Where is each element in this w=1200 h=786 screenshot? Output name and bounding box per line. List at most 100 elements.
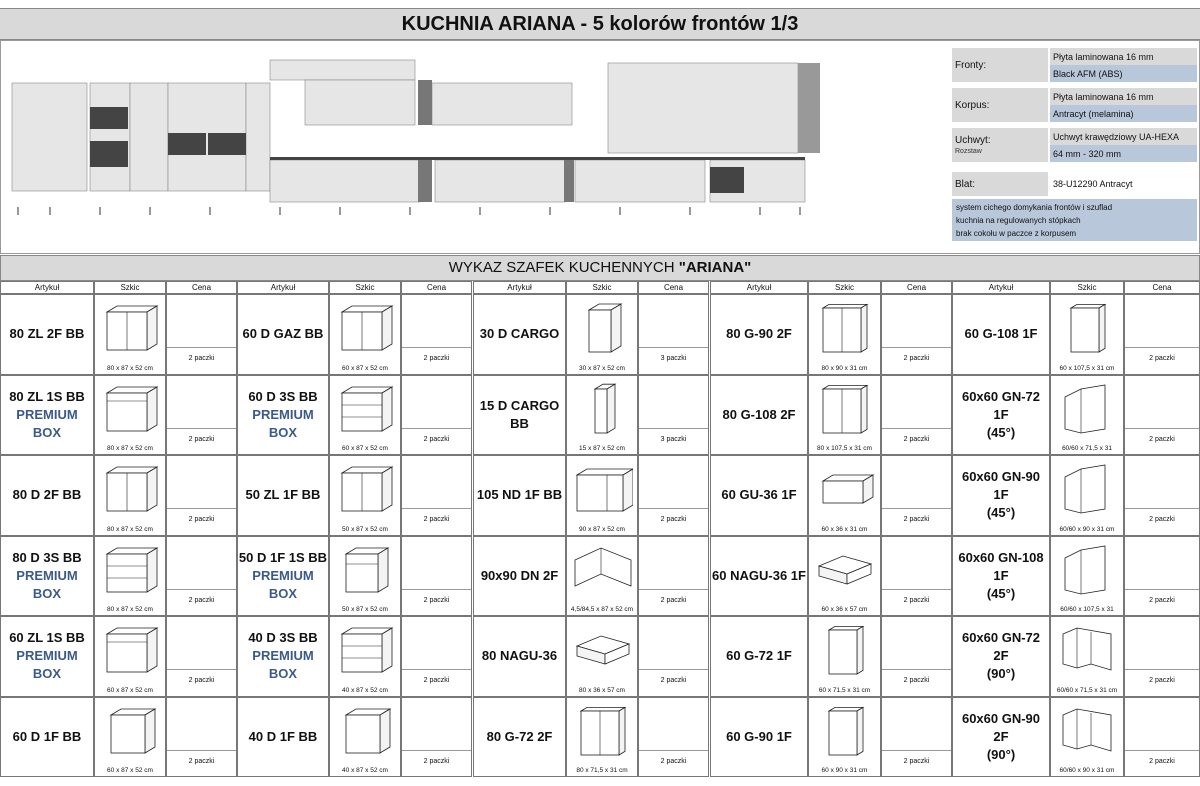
cabinet-sketch: 80 x 36 x 57 cm <box>566 616 638 697</box>
cabinet-sketch: 60 x 87 x 52 cm <box>329 374 401 455</box>
article-name: 15 D CARGO BB <box>473 374 566 455</box>
cabinet-sketch: 50 x 87 x 52 cm <box>329 535 401 616</box>
dimensions: 40 x 87 x 52 cm <box>342 686 388 694</box>
package-count: 2 paczki <box>660 516 687 523</box>
package-count: 2 paczki <box>660 757 687 765</box>
package-count: 2 paczki <box>423 435 450 443</box>
dimensions: 80 x 87 x 52 cm <box>107 606 153 613</box>
package-count: 2 paczki <box>903 757 930 765</box>
package-count: 2 paczki <box>188 516 215 523</box>
cabinet-sketch: 60/60 x 90 x 31 cm <box>1050 696 1124 777</box>
package-count: 2 paczki <box>903 355 930 362</box>
package-count: 2 paczki <box>188 355 215 362</box>
price-cell: 3 paczki <box>638 294 709 375</box>
package-count: 2 paczki <box>188 677 215 684</box>
price-cell: 2 paczki <box>881 535 952 616</box>
package-count: 3 paczki <box>660 435 687 443</box>
column-header-cena: Cena <box>1124 281 1200 294</box>
price-cell: 2 paczki <box>401 455 472 536</box>
cabinet-sketch: 60 x 107,5 x 31 cm <box>1050 294 1124 375</box>
package-count: 2 paczki <box>903 596 930 604</box>
cabinet-sketch: 80 x 87 x 52 cm <box>94 374 166 455</box>
cabinet-sketch: 15 x 87 x 52 cm <box>566 374 638 455</box>
package-count: 2 paczki <box>423 596 450 604</box>
package-count: 2 paczki <box>1149 355 1175 362</box>
dimensions: 60/60 x 90 x 31 cm <box>1059 767 1115 774</box>
price-cell: 2 paczki <box>638 696 709 777</box>
cabinet-sketch: 80 x 71,5 x 31 cm <box>566 696 638 777</box>
article-name: 30 D CARGO <box>473 294 566 375</box>
cabinet-sketch: 80 x 87 x 52 cm <box>94 294 166 375</box>
spec-uchwyt: Uchwyt: Rozstaw Uchwyt krawędziowy UA-HE… <box>952 128 1197 162</box>
package-count: 2 paczki <box>423 757 450 765</box>
column-header-szkic: Szkic <box>566 281 638 294</box>
cabinet-sketch: 60 x 87 x 52 cm <box>94 616 166 697</box>
price-cell: 2 paczki <box>166 455 237 536</box>
price-cell: 2 paczki <box>166 374 237 455</box>
cabinet-sketch: 40 x 87 x 52 cm <box>329 616 401 697</box>
price-cell: 2 paczki <box>638 455 709 536</box>
page-title: KUCHNIA ARIANA - 5 kolorów frontów 1/3 <box>0 8 1200 40</box>
dimensions: 4,5/84,5 x 87 x 52 cm <box>570 606 634 613</box>
cabinet-sketch: 80 x 87 x 52 cm <box>94 455 166 536</box>
column-header-cena: Cena <box>166 281 237 294</box>
spec-blat: Blat: 38-U12290 Antracyt <box>952 172 1197 196</box>
dimensions: 80 x 87 x 52 cm <box>107 364 153 372</box>
dimensions: 60 x 36 x 57 cm <box>821 606 868 613</box>
article-name: 80 G-108 2F <box>710 374 808 455</box>
price-cell: 2 paczki <box>638 616 709 697</box>
article-name: 60x60 GN-72 2F(90°) <box>952 616 1050 697</box>
article-name: 60x60 GN-90 1F(45°) <box>952 455 1050 536</box>
article-name: 60 G-108 1F <box>952 294 1050 375</box>
price-cell: 2 paczki <box>881 294 952 375</box>
cabinet-sketch: 40 x 87 x 52 cm <box>329 696 401 777</box>
dimensions: 40 x 87 x 52 cm <box>342 767 388 774</box>
price-cell: 2 paczki <box>166 535 237 616</box>
package-count: 2 paczki <box>660 677 687 684</box>
dimensions: 60 x 87 x 52 cm <box>342 364 388 372</box>
price-cell: 2 paczki <box>401 535 472 616</box>
column-header-szkic: Szkic <box>808 281 881 294</box>
cabinet-sketch: 60/60 x 71,5 x 31 cm <box>1050 616 1124 697</box>
dimensions: 60 x 36 x 31 cm <box>821 525 868 533</box>
price-cell: 2 paczki <box>1124 696 1200 777</box>
package-count: 2 paczki <box>188 757 215 765</box>
dimensions: 60/60 x 90 x 31 cm <box>1059 525 1115 533</box>
article-name: 105 ND 1F BB <box>473 455 566 536</box>
price-cell: 2 paczki <box>881 696 952 777</box>
cabinet-sketch: 80 x 107,5 x 31 cm <box>808 374 881 455</box>
cabinet-sketch: 80 x 87 x 52 cm <box>94 535 166 616</box>
dimensions: 60 x 71,5 x 31 cm <box>818 686 871 694</box>
article-name: 90x90 DN 2F <box>473 535 566 616</box>
package-count: 2 paczki <box>188 435 215 443</box>
package-count: 2 paczki <box>188 596 215 604</box>
price-cell: 2 paczki <box>1124 455 1200 536</box>
price-cell: 2 paczki <box>166 294 237 375</box>
column-header-artykul: Artykuł <box>952 281 1050 294</box>
dimensions: 80 x 107,5 x 31 cm <box>817 445 872 452</box>
cabinet-sketch: 90 x 87 x 52 cm <box>566 455 638 536</box>
cabinet-sketch: 60 x 36 x 57 cm <box>808 535 881 616</box>
cabinet-sketch: 50 x 87 x 52 cm <box>329 455 401 536</box>
price-cell: 2 paczki <box>881 455 952 536</box>
article-name: 60 GU-36 1F <box>710 455 808 536</box>
dimensions: 60 x 87 x 52 cm <box>107 767 153 774</box>
article-name: 80 ZL 2F BB <box>0 294 94 375</box>
package-count: 2 paczki <box>1149 596 1175 604</box>
dimensions: 80 x 90 x 31 cm <box>821 364 868 372</box>
column-header-cena: Cena <box>638 281 709 294</box>
package-count: 3 paczki <box>660 355 687 362</box>
article-name: 60 D GAZ BB <box>237 294 329 375</box>
article-name: 40 D 1F BB <box>237 696 329 777</box>
article-name: 80 NAGU-36 <box>473 616 566 697</box>
spec-notes: system cichego domykania frontów i szufl… <box>952 199 1197 241</box>
dimensions: 60/60 x 107,5 x 31 <box>1060 606 1114 613</box>
package-count: 2 paczki <box>1149 516 1175 523</box>
article-name: 60x60 GN-90 2F(90°) <box>952 696 1050 777</box>
dimensions: 60/60 x 71,5 x 31 cm <box>1056 686 1118 694</box>
cabinet-sketch: 60/60 x 90 x 31 cm <box>1050 455 1124 536</box>
